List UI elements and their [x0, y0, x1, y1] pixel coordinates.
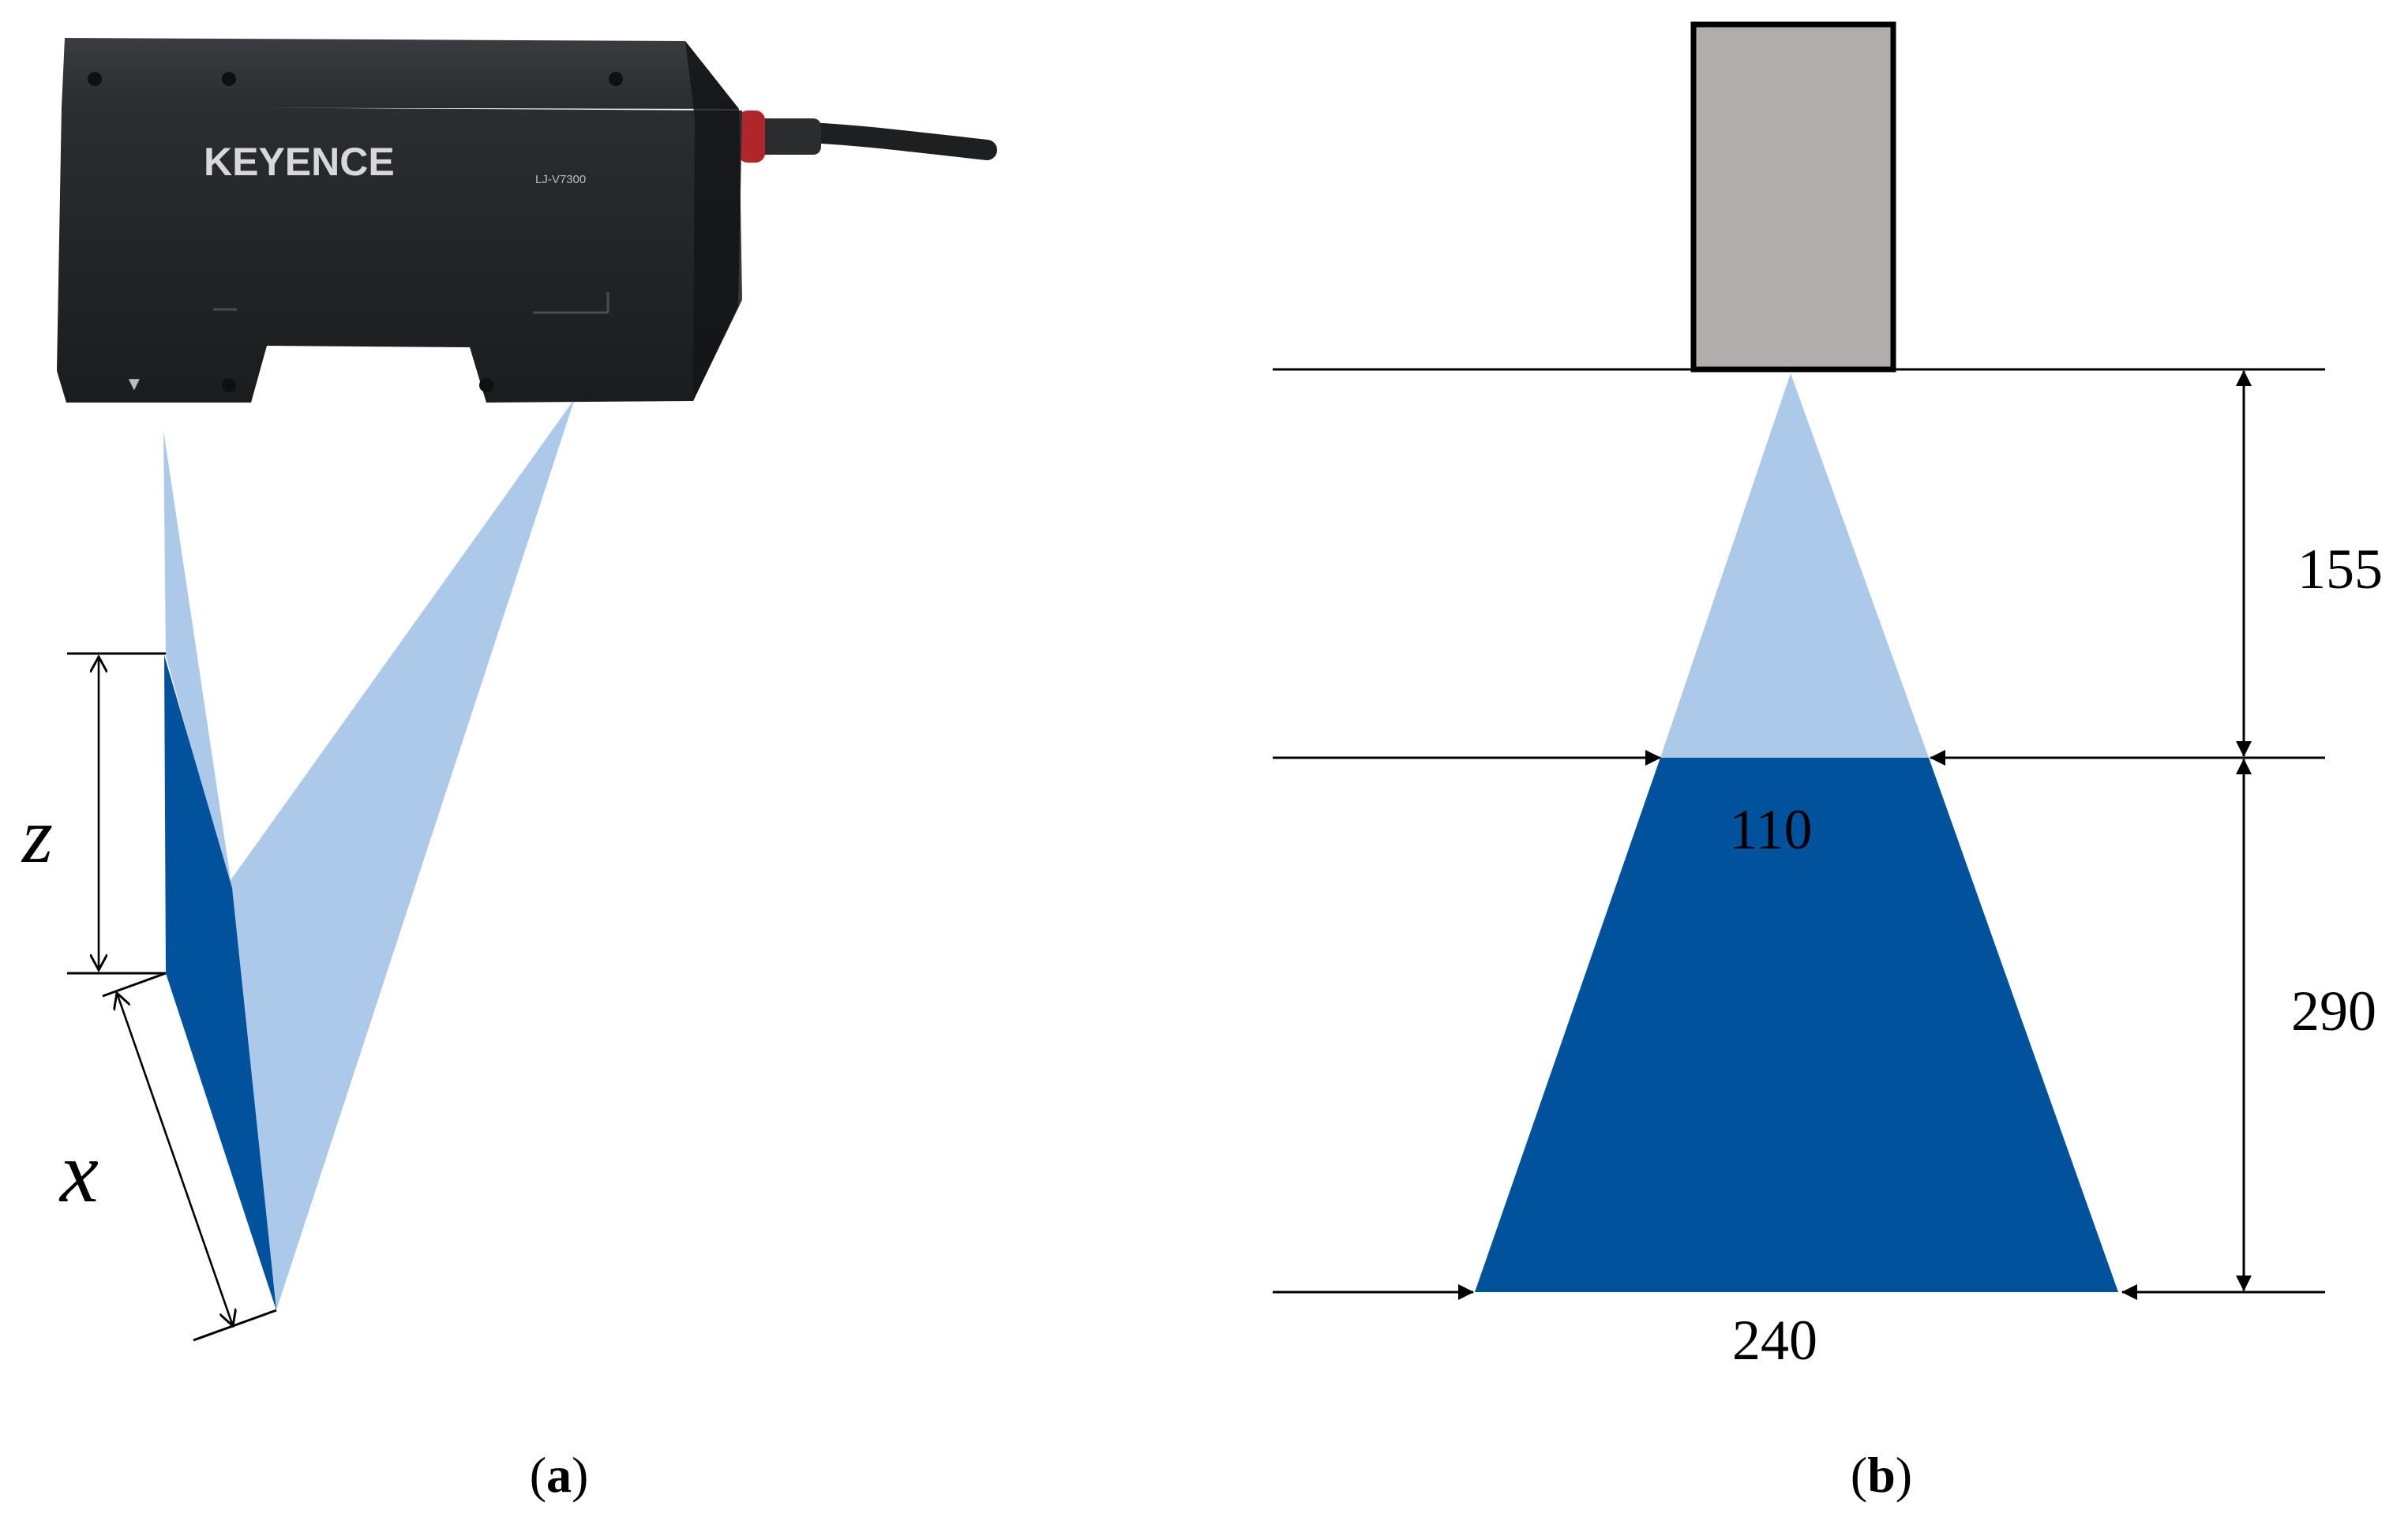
z-dimension: z [21, 652, 166, 975]
light-cone [1660, 373, 1929, 758]
screw-icon [222, 378, 236, 392]
width-near-label: 110 [1729, 798, 1812, 861]
z-label: z [21, 792, 53, 879]
measurement-range-trapezoid [1475, 758, 2118, 1292]
sensor-side-bevel [685, 41, 742, 401]
panel-a: KEYENCE LJ-V7300 ▼ z x (a) [21, 38, 997, 1503]
cable-connector [758, 118, 821, 155]
sensor-head: KEYENCE LJ-V7300 ▼ [57, 38, 997, 403]
sensor-top-face [62, 38, 739, 109]
screw-icon [609, 72, 623, 86]
measurement-sheet [164, 655, 276, 1310]
width-far-label: 240 [1732, 1309, 1817, 1372]
sensor-block [1690, 21, 1896, 373]
brand-logo: KEYENCE [204, 140, 395, 184]
light-sheet [163, 399, 575, 1310]
panel-b: 155 290 110 240 (b) [1273, 21, 2383, 1503]
caption-b: (b) [1851, 1447, 1912, 1503]
screw-icon [222, 72, 236, 86]
x-dimension: x [58, 972, 277, 1342]
x-label: x [58, 1124, 99, 1220]
connector-ring [738, 111, 765, 163]
x-dimension-line [117, 993, 233, 1326]
sensor-front-face [57, 107, 742, 403]
sensor-cable [795, 122, 997, 160]
screw-icon [88, 72, 102, 86]
light-beam-wide [229, 399, 575, 1310]
x-extension-top [102, 972, 167, 998]
model-label: LJ-V7300 [535, 173, 586, 186]
screw-icon [479, 378, 493, 392]
light-beam-narrow [163, 430, 233, 900]
distance-label: 155 [2297, 538, 2383, 601]
x-extension-bottom [193, 1309, 277, 1342]
caption-a: (a) [530, 1447, 589, 1503]
emitter-marker-icon: ▼ [125, 373, 144, 395]
range-label: 290 [2291, 980, 2376, 1043]
